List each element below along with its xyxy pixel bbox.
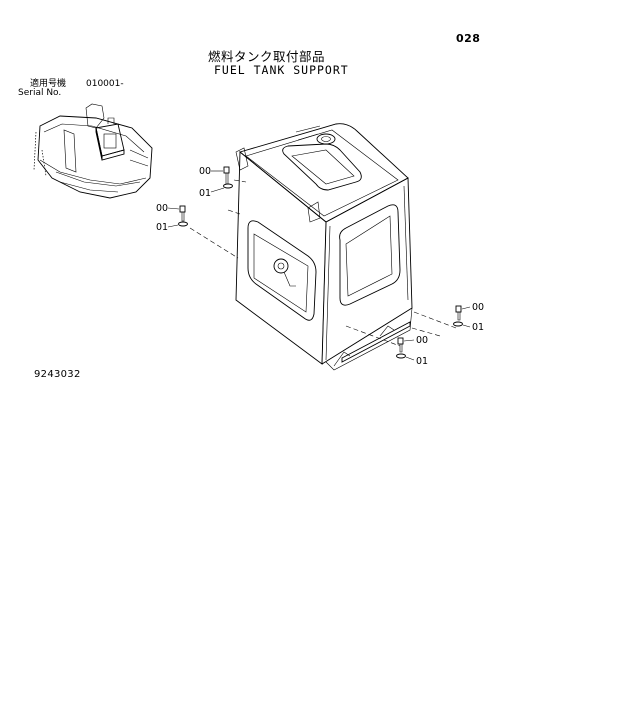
callout-bolt-mid-left: 00	[156, 203, 168, 214]
serial-range: 010001-	[86, 79, 124, 89]
page-title-japanese: 燃料タンク取付部品	[208, 49, 326, 64]
machine-thumbnail	[33, 103, 153, 199]
washer-mid-left	[178, 221, 188, 227]
callout-washer-right: 01	[472, 322, 484, 333]
page-number: 028	[456, 32, 481, 45]
figure-code: 9243032	[34, 369, 81, 380]
callout-washer-upper-left: 01	[199, 188, 211, 199]
serial-label-english: Serial No.	[18, 88, 62, 98]
callout-bolt-bottom: 00	[416, 335, 428, 346]
bolt-mid-left	[179, 205, 186, 222]
callout-washer-mid-left: 01	[156, 222, 168, 233]
washer-right	[453, 321, 463, 327]
fasteners	[178, 166, 463, 359]
callout-washer-bottom: 01	[416, 356, 428, 367]
page-title-english: FUEL TANK SUPPORT	[214, 63, 349, 77]
washer-upper-left	[223, 183, 233, 189]
leader-lines	[189, 179, 457, 347]
washer-bottom	[396, 353, 406, 359]
callouts: 00 01 00 01 00 01 00 01	[156, 166, 484, 367]
callout-bolt-right: 00	[472, 302, 484, 313]
bolt-bottom	[397, 337, 404, 353]
fuel-tank	[235, 123, 413, 371]
callout-bolt-upper-left: 00	[199, 166, 211, 177]
serial-label-japanese: 適用号機	[30, 79, 67, 89]
bolt-upper-left	[223, 166, 230, 185]
bolt-right	[455, 305, 462, 321]
